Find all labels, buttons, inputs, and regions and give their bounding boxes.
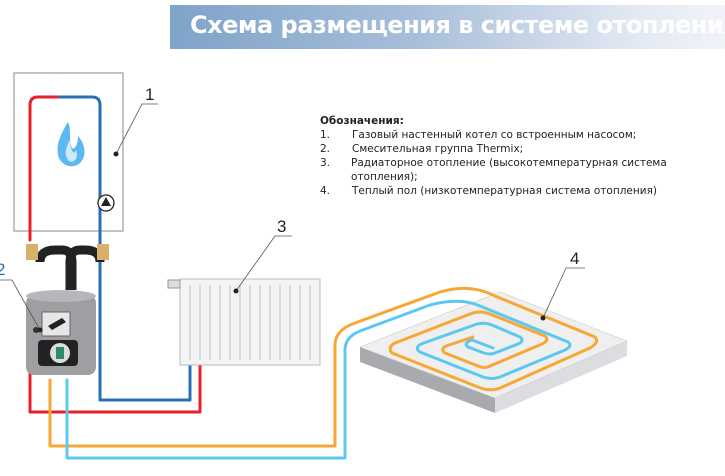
radiator	[167, 278, 321, 366]
return-pipe	[58, 95, 192, 402]
valve-left	[26, 244, 38, 260]
hot-pipe	[28, 358, 202, 414]
legend-text: Газовый настенный котел со встроенным на…	[352, 129, 637, 141]
title-bar: Схема размещения в системе отопления	[170, 5, 725, 49]
callout-2: 2	[0, 260, 5, 279]
legend-num: 1.	[320, 129, 331, 141]
legend-num: 2.	[320, 143, 331, 155]
callout-4: 4	[570, 249, 579, 268]
page-title: Схема размещения в системе отопления	[190, 11, 725, 39]
legend-item: 4. Теплый пол (низкотемпературная система…	[320, 184, 725, 198]
mixing-group-thermix	[26, 244, 109, 375]
floor-supply-pipe	[48, 286, 599, 448]
legend-text: Теплый пол (низкотемпературная система о…	[352, 185, 657, 197]
pump-display	[56, 347, 64, 359]
valve-right	[97, 244, 109, 260]
floor-return-pipe	[65, 299, 572, 460]
legend-item: 1. Газовый настенный котел со встроенным …	[320, 128, 725, 142]
legend-text: Смесительная группа Thermix;	[352, 143, 524, 155]
callout-3: 3	[277, 217, 286, 236]
legend-item: 3. Радиаторное отопление (высокотемперату…	[320, 156, 725, 184]
legend-text: Радиаторное отопление (высокотемпературн…	[351, 157, 667, 183]
legend-title: Обозначения:	[320, 115, 404, 127]
flame-icon	[57, 122, 85, 167]
legend-num: 3.	[320, 157, 331, 169]
callout-1: 1	[145, 85, 154, 104]
legend-item: 2. Смесительная группа Thermix;	[320, 142, 725, 156]
legend-num: 4.	[320, 185, 331, 197]
warm-floor-slab	[359, 291, 628, 413]
radiator-valve	[167, 279, 181, 289]
hot-pipe-boiler	[28, 95, 62, 242]
pump-icon	[97, 194, 115, 212]
mixing-valve-handle	[48, 318, 66, 330]
legend: Обозначения: 1. Газовый настенный котел с…	[320, 114, 725, 198]
